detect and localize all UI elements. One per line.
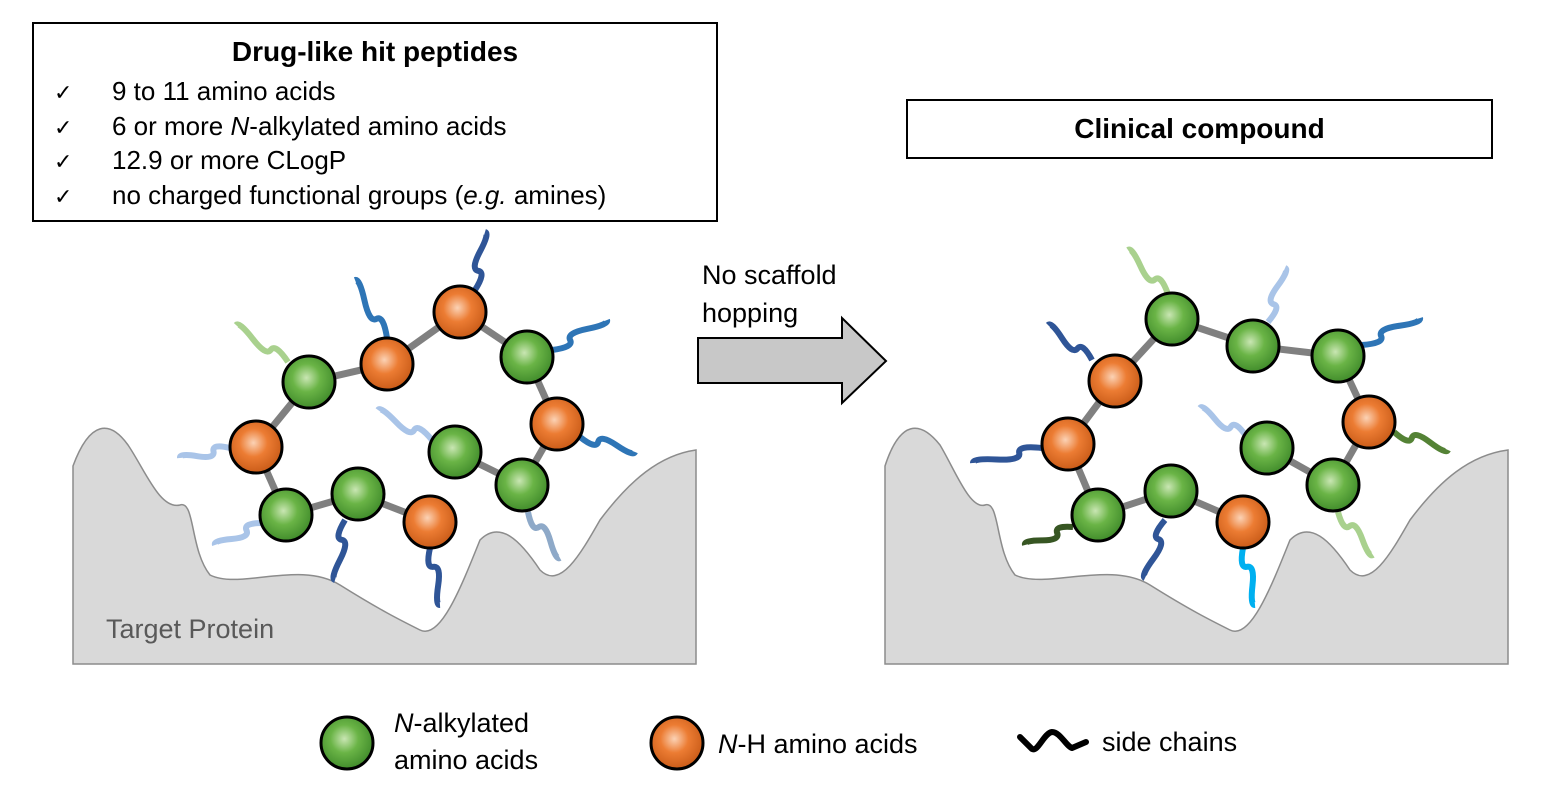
criteria-italic: N	[230, 111, 250, 141]
legend-n-h-label: N-H amino acids	[718, 726, 918, 763]
n-alkylated-residue	[1239, 420, 1295, 476]
n-h-residue	[1215, 494, 1271, 550]
n-alkylated-residue	[1305, 457, 1361, 513]
side-chain	[1265, 265, 1290, 324]
side-chain	[525, 511, 562, 562]
arrow-label: No scaffold hopping	[702, 256, 837, 332]
n-alkylated-residue	[1225, 318, 1281, 374]
legend-italic: N	[394, 708, 414, 738]
n-alkylated-residue	[1143, 463, 1199, 519]
hit-peptide-molecule	[177, 229, 638, 608]
n-h-residue	[1341, 394, 1397, 450]
check-icon: ✓	[54, 150, 73, 175]
target-protein-right	[884, 427, 1509, 665]
side-chain	[211, 520, 263, 546]
n-h-residue	[529, 396, 585, 452]
side-chain	[1335, 511, 1375, 559]
legend-text: -alkylated	[413, 708, 530, 738]
side-chain	[177, 443, 231, 460]
n-alkylated-residue	[1310, 328, 1366, 384]
criteria-text: 6 or more	[112, 111, 231, 141]
side-chain	[471, 229, 490, 292]
arrow-label-line2: hopping	[702, 298, 799, 328]
legend-n-alkylated-icon	[319, 715, 375, 771]
clinical-compound-box: Clinical compound	[906, 99, 1493, 159]
criteria-text: -alkylated amino acids	[249, 111, 507, 141]
check-icon: ✓	[54, 185, 73, 210]
n-h-residue	[228, 419, 284, 475]
n-h-residue	[402, 494, 458, 550]
criteria-text: 12.9 or more CLogP	[112, 145, 347, 175]
legend-n-h-icon	[649, 715, 705, 771]
criteria-text: no charged functional groups (	[112, 180, 464, 210]
side-chain	[425, 547, 442, 608]
side-chain	[1361, 317, 1424, 348]
n-h-residue	[359, 336, 415, 392]
criteria-item: ✓ 12.9 or more CLogP	[54, 145, 346, 176]
n-alkylated-residue	[330, 466, 386, 522]
check-icon: ✓	[54, 116, 73, 141]
side-chain	[1045, 321, 1095, 362]
n-alkylated-residue	[258, 487, 314, 543]
transition-arrow	[697, 315, 888, 406]
side-chain	[970, 444, 1043, 465]
criteria-title: Drug-like hit peptides	[231, 36, 519, 67]
target-protein-label: Target Protein	[106, 614, 275, 644]
clinical-compound-molecule	[970, 246, 1451, 608]
n-alkylated-residue	[1070, 487, 1126, 543]
side-chain	[330, 518, 349, 583]
arrow-label-line1: No scaffold	[702, 260, 837, 290]
n-h-residue	[1040, 416, 1096, 472]
criteria-item: ✓ 6 or more N-alkylated amino acids	[54, 111, 507, 142]
side-chain	[1392, 429, 1451, 455]
side-chain	[375, 406, 435, 442]
criteria-italic: e.g.	[463, 180, 507, 210]
legend-text: amino acids	[394, 745, 539, 775]
side-chain	[1126, 246, 1171, 296]
legend-text: -H amino acids	[737, 729, 918, 759]
side-chain	[233, 321, 291, 364]
legend-side-chain-icon	[1017, 729, 1089, 753]
criteria-text: amines)	[506, 180, 607, 210]
n-alkylated-residue	[499, 329, 555, 385]
side-chain	[353, 276, 390, 339]
n-alkylated-residue	[427, 424, 483, 480]
n-alkylated-residue	[281, 354, 337, 410]
criteria-item: ✓ 9 to 11 amino acids	[54, 76, 336, 107]
n-h-residue	[432, 284, 488, 340]
criteria-box: Drug-like hit peptides ✓ 9 to 11 amino ac…	[32, 22, 718, 222]
legend-italic: N	[718, 729, 738, 759]
legend-side-chains-label: side chains	[1102, 727, 1238, 757]
side-chain	[1238, 547, 1257, 608]
side-chain	[578, 434, 638, 457]
n-alkylated-residue	[494, 457, 550, 513]
side-chain	[1197, 404, 1249, 438]
n-alkylated-residue	[1144, 291, 1200, 347]
side-chain	[1140, 518, 1168, 581]
check-icon: ✓	[54, 81, 73, 106]
n-h-residue	[1087, 353, 1143, 409]
target-protein-left	[72, 427, 697, 665]
legend-n-alkylated-label: N-alkylated amino acids	[394, 705, 538, 779]
criteria-item: ✓ no charged functional groups (e.g. amin…	[54, 180, 606, 211]
criteria-text: 9 to 11 amino acids	[112, 76, 336, 106]
side-chain	[551, 318, 611, 353]
side-chain	[1021, 523, 1074, 546]
